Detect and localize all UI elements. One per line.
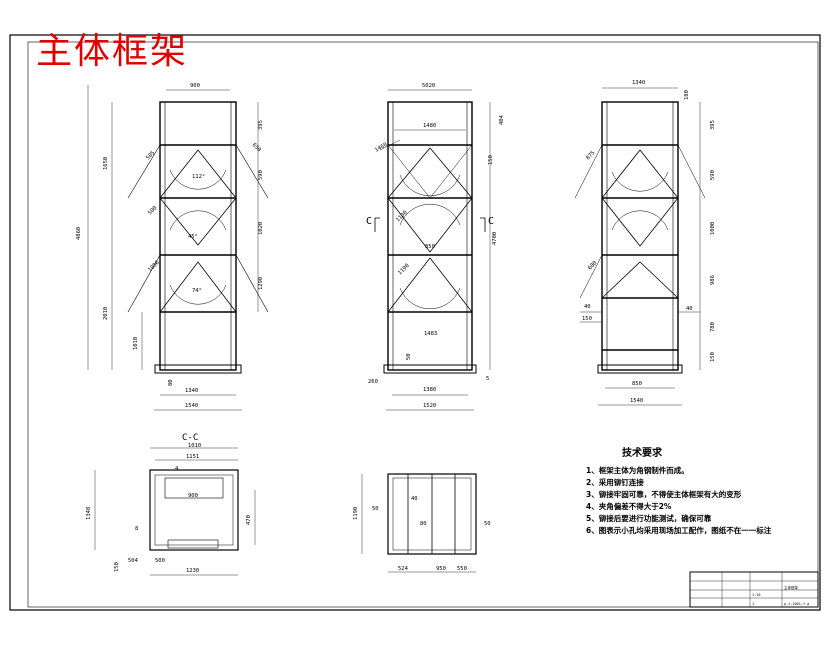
dim-front-total-height: 4860 [76, 227, 82, 240]
right-view [574, 87, 706, 406]
requirement-item: 5、铆接后要进行功能测试，确保可靠 [586, 514, 712, 523]
plan-view [361, 473, 477, 573]
dim-mid-base-left: 260 [368, 379, 378, 385]
dim-section-left-small: 8 [135, 526, 138, 532]
dim-front-right-4: 1290 [258, 277, 264, 290]
dim-front-outer-width: 1540 [185, 403, 198, 409]
dim-mid-right-1: 404 [499, 114, 505, 125]
requirement-item: 1、框架主体为角钢制件而成。 [586, 466, 689, 475]
dim-mid-bottom-inner: 1380 [423, 387, 436, 393]
section-view [94, 447, 256, 576]
dim-front-top: 900 [190, 83, 200, 89]
title-block-labels: 主体框架 p-t-1001-f-a 1:10 1 [752, 585, 809, 606]
dim-plan-right-small: 50 [484, 521, 491, 527]
right-view-labels: 1340 180 395 590 1000 986 780 150 40 150… [582, 80, 716, 404]
dim-mid-base-right: 5 [486, 376, 489, 382]
dim-section-bottom-2: 500 [155, 558, 165, 564]
dim-front-lower: 2010 [103, 307, 109, 320]
dim-mid-inner: 1480 [423, 123, 436, 129]
title-block-name: 主体框架 [784, 585, 798, 590]
dim-front-right-2: 590 [258, 170, 264, 180]
section-marker-left: C [366, 216, 372, 227]
dim-right-bottom-inner: 850 [632, 381, 642, 387]
front-view-labels: 900 4860 1650 2010 1010 1340 1540 395 59… [76, 83, 264, 409]
dim-mid-right-2: 150 [488, 155, 494, 165]
dim-section-bottom-1: 504 [128, 558, 139, 564]
dim-section-bottom-3: 1230 [186, 568, 199, 574]
dim-section-left-base: 150 [114, 562, 120, 572]
drawing-title: 主体框架 [36, 31, 189, 72]
technical-requirements: 技术要求 1、框架主体为角钢制件而成。 2、采用铆钉连接 3、铆接牢固可靠，不得… [586, 444, 816, 537]
dim-right-bottom-outer: 1540 [630, 398, 643, 404]
dim-front-diag: 650 [251, 142, 262, 153]
plan-view-labels: 1190 50 40 80 50 524 950 550 [353, 496, 491, 572]
dim-mid-bottom-outer: 1520 [423, 403, 436, 409]
dim-right-top: 1340 [632, 80, 645, 86]
dim-plan-bottom-1: 524 [398, 566, 409, 572]
title-block-drawing-no: p-t-1001-f-a [784, 602, 809, 606]
dim-front-small-3: 1086 [147, 260, 161, 274]
inner-frame [27, 41, 819, 608]
dim-right-side-3: 40 [686, 306, 693, 312]
dim-right-right-4: 986 [710, 275, 716, 285]
dim-section-right: 470 [246, 515, 252, 525]
dim-right-left-2: 680 [587, 260, 598, 271]
front-view [87, 85, 269, 411]
dim-right-left-1: 875 [585, 150, 596, 161]
dim-right-right-5: 780 [710, 322, 716, 332]
dim-mid-mid-2: 1483 [424, 331, 437, 337]
dim-section-top-1: 1010 [188, 443, 201, 449]
dim-plan-small-2: 80 [420, 521, 427, 527]
dim-right-right-2: 590 [710, 170, 716, 180]
middle-view [374, 89, 491, 411]
dim-section-top-2: 1151 [186, 454, 199, 460]
requirement-item: 3、铆接牢固可靠，不得使主体框架有大的变形 [586, 490, 742, 499]
dim-section-height: 1348 [86, 507, 92, 520]
dim-right-right-1: 395 [710, 120, 716, 130]
dim-front-right-3: 1020 [258, 222, 264, 235]
dim-right-right-3: 1000 [710, 222, 716, 235]
technical-requirements-heading: 技术要求 [622, 448, 662, 459]
title-block-sheet: 1 [752, 602, 754, 606]
dim-front-upper: 1650 [103, 157, 109, 170]
requirement-item: 6、图表示小孔均采用现场加工配作，图纸不在一一标注 [586, 526, 772, 535]
dim-mid-left-3: 1190 [397, 263, 411, 277]
dim-front-right-1: 395 [258, 120, 264, 130]
dim-front-inner-width: 1340 [185, 388, 198, 394]
requirement-item: 4、夹角偏差不得大于2% [586, 502, 672, 511]
dim-front-small-2: 500 [147, 205, 158, 216]
dim-front-base-height: 1010 [133, 337, 139, 350]
dim-plan-left-small: 50 [372, 506, 379, 512]
dim-mid-left-1: 1460 [374, 142, 388, 154]
dim-mid-total: 4700 [492, 232, 498, 245]
dim-mid-left-2: 1100 [395, 210, 409, 224]
dim-front-base-small: 80 [168, 379, 174, 386]
dim-section-inner-2: 900 [188, 493, 198, 499]
outer-frame [9, 34, 821, 611]
dim-right-side-1: 40 [584, 304, 591, 310]
section-view-labels: C-C 1010 1151 4 900 1348 8 470 504 500 1… [86, 433, 252, 574]
dim-front-small-1: 505 [145, 150, 156, 161]
dim-front-angle-b: 45° [188, 234, 198, 240]
dim-plan-bottom-2: 950 [436, 566, 446, 572]
requirement-item: 2、采用铆钉连接 [586, 478, 644, 487]
dim-front-angle-a: 112° [192, 174, 205, 180]
dim-right-side-2: 150 [582, 316, 592, 322]
dim-mid-mid-1: 850 [425, 244, 435, 250]
dim-plan-small-1: 40 [411, 496, 418, 502]
dim-right-small-top: 180 [684, 90, 690, 100]
title-block [689, 571, 819, 608]
dim-front-angle-c: 74° [192, 288, 202, 294]
dim-section-inner-1: 4 [175, 466, 179, 472]
section-marker-right: C [488, 216, 494, 227]
title-block-scale: 1:10 [752, 593, 760, 597]
middle-view-labels: 5020 1480 4700 404 150 850 1483 1380 152… [366, 83, 505, 409]
dim-mid-top: 5020 [422, 83, 435, 89]
dim-plan-bottom-3: 550 [457, 566, 467, 572]
section-label: C-C [182, 433, 198, 443]
dim-right-right-6: 150 [710, 352, 716, 362]
dim-plan-height: 1190 [353, 507, 359, 520]
dim-mid-base-small: 50 [406, 353, 412, 360]
